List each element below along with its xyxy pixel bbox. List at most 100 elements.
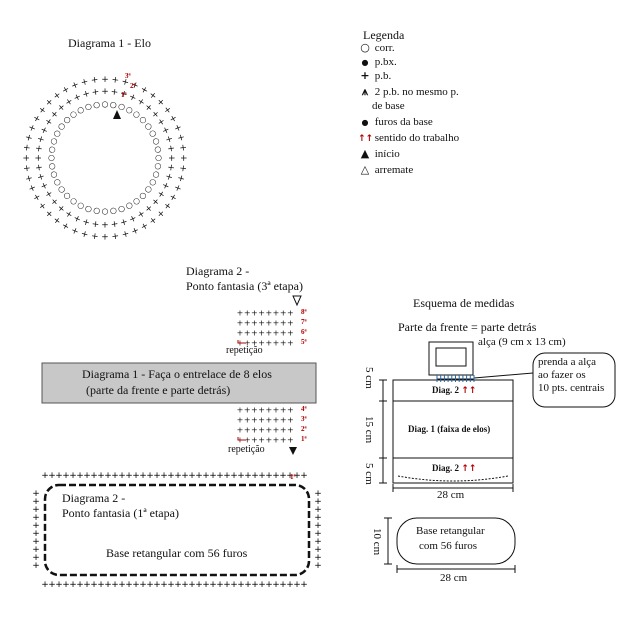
single-crochet-mark: + — [244, 580, 252, 590]
start-arrow-icon: ▲ — [360, 147, 370, 160]
single-crochet-mark: + — [55, 471, 63, 481]
single-crochet-mark: + — [63, 96, 75, 108]
chain-stitch-mark: ○ — [47, 162, 57, 170]
legend-label: arremate — [374, 164, 414, 176]
single-crochet-mark: + — [174, 133, 186, 143]
single-crochet-mark: + — [258, 406, 265, 415]
single-crochet-mark: + — [174, 471, 182, 481]
single-crochet-mark: + — [287, 329, 294, 338]
single-crochet-mark: + — [81, 89, 91, 101]
chain-stitch-mark: ○ — [68, 109, 79, 120]
legend-label: furos da base — [374, 116, 433, 128]
single-crochet-mark: + — [314, 513, 322, 523]
single-crochet-mark: + — [43, 188, 55, 200]
single-crochet-mark: + — [32, 505, 40, 515]
single-crochet-mark: + — [154, 188, 166, 200]
single-crochet-mark: + — [181, 580, 189, 590]
base-chain-outline — [43, 483, 311, 577]
single-crochet-mark: + — [258, 426, 265, 435]
single-crochet-mark: + — [244, 471, 252, 481]
dim-mid-label: 15 cm — [363, 416, 375, 444]
single-crochet-mark: + — [83, 471, 91, 481]
single-crochet-mark: + — [251, 329, 258, 338]
single-crochet-mark: + — [251, 436, 258, 445]
single-crochet-mark: + — [209, 580, 217, 590]
legend-item-direction: ↑↑ sentido do trabalho — [358, 132, 459, 145]
single-crochet-mark: + — [273, 339, 280, 348]
single-crochet-mark: + — [265, 339, 272, 348]
single-crochet-mark: + — [237, 329, 244, 338]
base-row-label: 1ª — [290, 473, 296, 481]
single-crochet-mark: + — [258, 339, 265, 348]
single-crochet-mark: + — [280, 426, 287, 435]
chain-stitch-mark: ○ — [124, 104, 134, 115]
single-crochet-mark: + — [279, 580, 287, 590]
single-crochet-mark: + — [132, 471, 140, 481]
single-crochet-mark: + — [22, 164, 33, 173]
single-crochet-mark: + — [244, 319, 251, 328]
single-crochet-mark: + — [237, 309, 244, 318]
single-crochet-mark: + — [167, 471, 175, 481]
chain-stitch-mark: ○ — [61, 191, 72, 202]
single-crochet-mark: + — [258, 309, 265, 318]
single-crochet-mark: + — [258, 471, 266, 481]
single-crochet-mark: + — [314, 497, 322, 507]
single-crochet-mark: + — [237, 580, 245, 590]
single-crochet-mark: + — [32, 529, 40, 539]
single-crochet-mark: + — [165, 163, 176, 172]
single-crochet-mark: + — [34, 163, 45, 172]
single-crochet-mark: + — [43, 116, 55, 128]
callout-text: prenda a alça ao fazer os 10 pts. centra… — [538, 356, 604, 395]
single-crochet-mark: + — [48, 471, 56, 481]
chain-stitch-mark: ○ — [56, 184, 67, 195]
ring-diagram: ○○○○○○○○○○○○○○○○○○○○○○○○○○○○○○○○○○○○○○○○… — [22, 75, 188, 241]
single-crochet-mark: + — [273, 436, 280, 445]
single-crochet-mark: + — [195, 580, 203, 590]
work-direction-icon: ↑↑ — [358, 134, 374, 144]
single-crochet-mark: + — [153, 580, 161, 590]
schematic-title: Esquema de medidas — [413, 296, 515, 310]
base-label-1: Base retangular — [416, 525, 485, 537]
band-top-text: Diag. 2 — [432, 385, 459, 395]
single-crochet-mark: + — [91, 218, 100, 229]
chain-stitch-mark: ○ — [47, 154, 56, 161]
callout-line-1: prenda a alça — [538, 356, 597, 368]
chain-stitch-mark: ○ — [151, 170, 162, 179]
single-crochet-mark: + — [48, 580, 56, 590]
single-crochet-mark: + — [265, 406, 272, 415]
chain-stitch-mark: ○ — [92, 100, 100, 110]
single-crochet-mark: + — [300, 471, 308, 481]
single-crochet-mark: + — [80, 227, 90, 239]
chain-stitch-mark: ○ — [117, 204, 126, 215]
single-crochet-mark: + — [273, 416, 280, 425]
single-crochet-mark: + — [287, 406, 294, 415]
chain-stitch-mark: ○ — [48, 137, 59, 146]
row-label-7: 7ª — [301, 318, 307, 326]
row-label-5: 5ª — [301, 338, 307, 346]
legend-label: sentido do trabalho — [374, 132, 460, 144]
legend-label: p.b. — [374, 70, 392, 82]
single-crochet-mark: + — [160, 471, 168, 481]
single-crochet-mark: + — [251, 471, 259, 481]
bag-schematic — [379, 341, 616, 573]
single-crochet-mark: + — [251, 580, 259, 590]
single-crochet-mark: + — [280, 329, 287, 338]
single-crochet-mark: + — [244, 406, 251, 415]
legend-item-finish: △ arremate — [358, 164, 414, 177]
chain-stitch-mark: ○ — [48, 170, 59, 179]
single-crochet-mark: + — [110, 87, 119, 98]
single-crochet-mark: + — [138, 219, 150, 231]
single-crochet-mark: + — [287, 309, 294, 318]
chain-stitch-mark: ○ — [102, 100, 109, 109]
repeat-bracket-lower — [237, 437, 246, 441]
single-crochet-mark: + — [129, 224, 140, 236]
single-crochet-mark: + — [314, 553, 322, 563]
chain-stitch-mark: ○ — [131, 196, 142, 207]
single-crochet-mark: + — [265, 416, 272, 425]
single-crochet-mark: + — [101, 75, 109, 85]
single-crochet-mark: + — [120, 227, 130, 239]
ring-label-3: 3ª — [125, 72, 131, 80]
single-crochet-mark: + — [90, 230, 99, 241]
chain-stitch-icon: ○ — [360, 41, 370, 54]
